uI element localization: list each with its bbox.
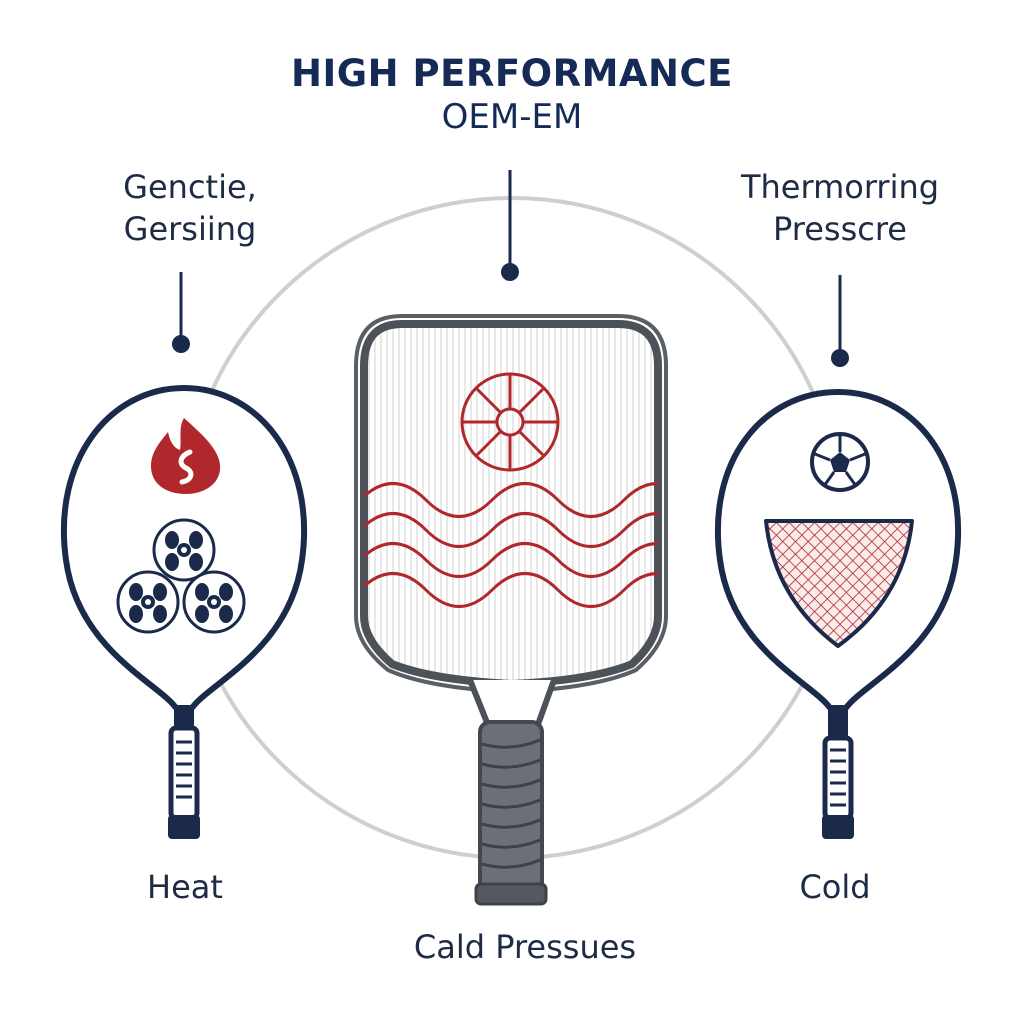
left-paddle [60,384,308,839]
center-paddle-grip [474,720,548,906]
label-top-left-line-1: Genctie, [123,168,257,206]
label-top-left-line-2: Gersiing [123,210,257,248]
connector-pin-right [831,275,849,367]
title-line-1: HIGH PERFORMANCE [291,52,733,95]
title-line-2: OEM-EM [441,97,583,137]
flame-icon [151,418,221,494]
label-top-right-line-2: Presscre [773,210,907,248]
wheel-icon [460,372,560,472]
connector-pin-center [501,170,519,281]
caption-cold-pressures: Cald Pressues [413,928,637,966]
three-balls-icon [116,518,246,634]
right-paddle [714,388,962,839]
caption-cold: Cold [799,868,871,906]
ball-icon [810,432,870,492]
label-top-right-line-1: Thermorring [740,168,940,206]
center-paddle [354,314,668,906]
wave-pattern-icon [364,482,658,608]
caption-heat: Heat [147,868,223,906]
connector-pin-left [172,272,190,353]
